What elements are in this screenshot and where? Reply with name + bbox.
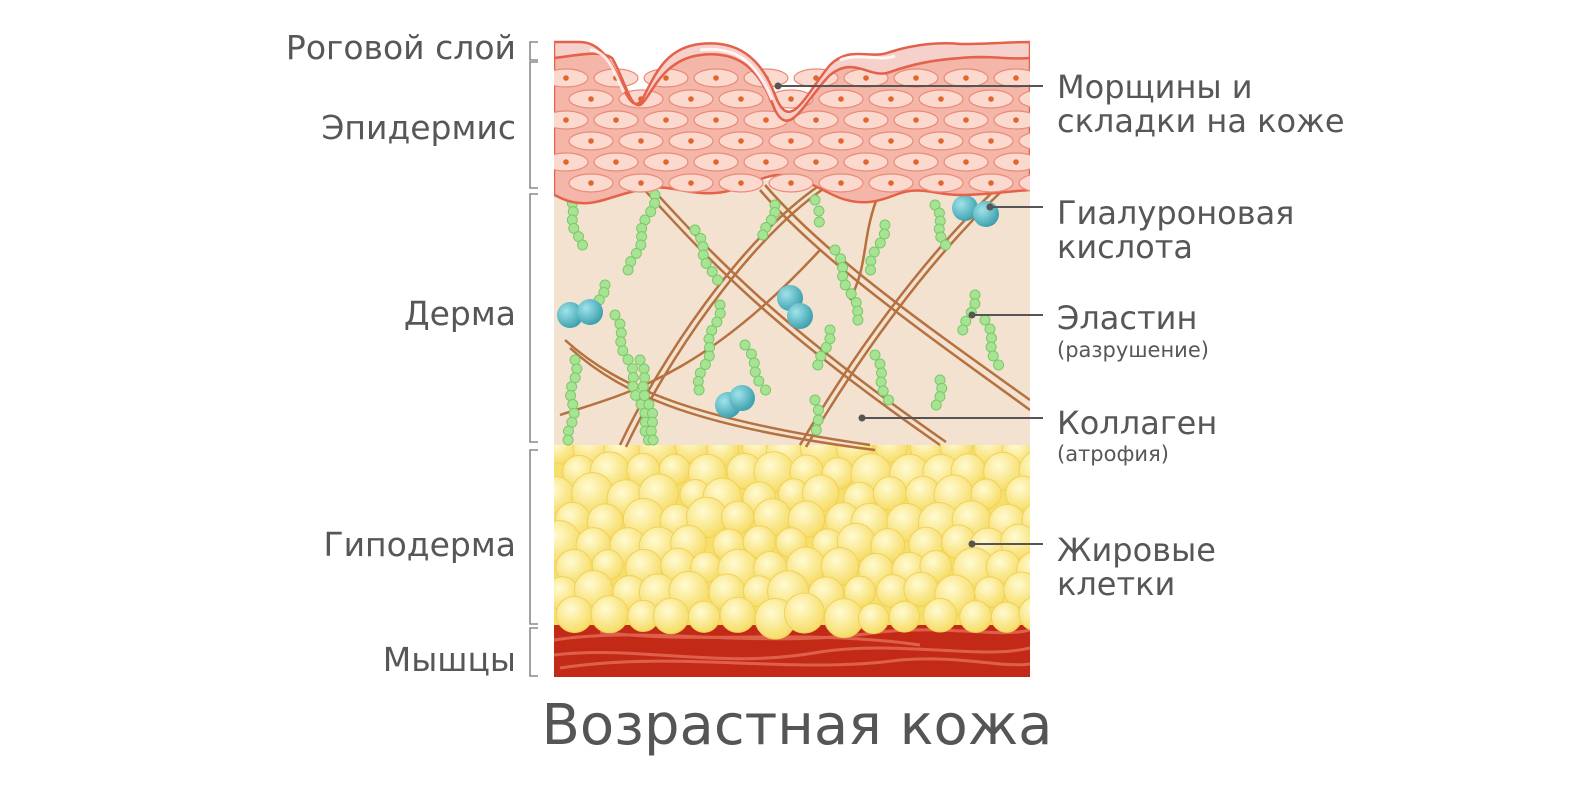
hyaluronic-acid-molecules	[557, 195, 999, 418]
label-elastin-note: (разрушение)	[1057, 338, 1209, 362]
label-dermis: Дерма	[403, 294, 516, 333]
label-muscles: Мышцы	[382, 640, 516, 679]
label-wrinkles-line1: Морщины и	[1057, 68, 1253, 106]
layer-brackets	[529, 41, 538, 677]
elastin-fibers	[562, 189, 1005, 446]
label-fat-line2: клетки	[1057, 565, 1176, 603]
label-elastin: Эластин	[1057, 299, 1198, 337]
label-stratum-corneum: Роговой слой	[285, 28, 516, 67]
label-wrinkles-line2: складки на коже	[1057, 102, 1345, 140]
diagram-caption: Возрастная кожа	[541, 693, 1053, 758]
label-collagen: Коллаген	[1057, 404, 1218, 442]
fat-cells	[554, 426, 1030, 640]
label-fat-line1: Жировые	[1057, 531, 1216, 569]
label-collagen-note: (атрофия)	[1057, 442, 1169, 466]
stratum-corneum-layer	[554, 40, 1030, 122]
callout-lines	[774, 82, 1043, 548]
epidermis-cells	[554, 68, 1030, 193]
muscle-fibers	[554, 628, 1030, 670]
label-hyaluronic-line1: Гиалуроновая	[1057, 194, 1295, 232]
label-hypodermis: Гиподерма	[323, 525, 516, 564]
label-epidermis: Эпидермис	[321, 108, 516, 147]
label-hyaluronic-line2: кислота	[1057, 228, 1193, 266]
